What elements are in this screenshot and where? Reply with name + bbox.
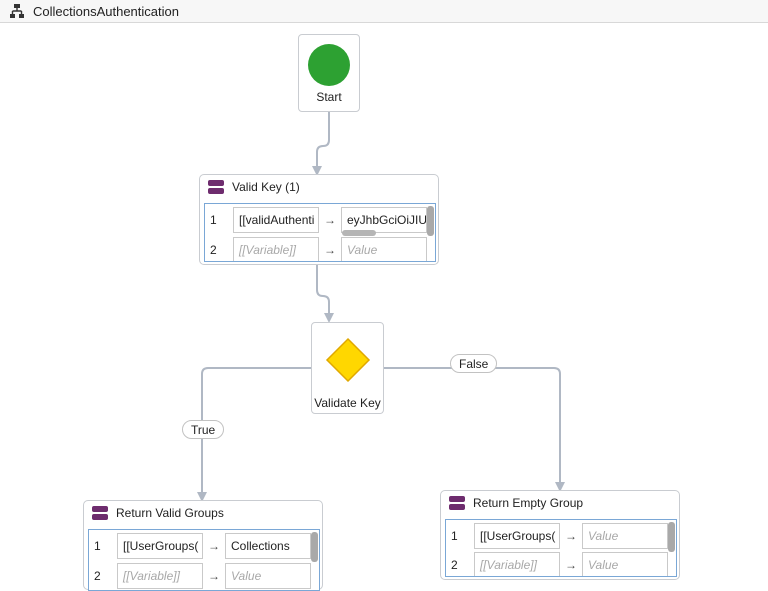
assign-icon (208, 180, 224, 194)
assign-arrow: → (208, 539, 220, 553)
variable-field[interactable]: [[validAuthenti (233, 207, 319, 233)
connector-decision-false (384, 367, 565, 492)
value-horizontal-scrollbar[interactable] (342, 230, 376, 236)
decision-label: Validate Key (314, 396, 381, 410)
grid-row: 1 [[UserGroups( → Collections (89, 531, 311, 561)
variable-field[interactable]: [[Variable]] (474, 552, 560, 576)
variable-field[interactable]: [[UserGroups( (474, 523, 560, 549)
assign-grid: 1 [[validAuthenti → eyJhbGciOiJIU 2 [[Va… (204, 203, 436, 262)
assign-icon (449, 496, 465, 510)
grid-row: 2 [[Variable]] → Value (446, 550, 668, 576)
value-field[interactable]: Collections (225, 533, 311, 559)
variable-field[interactable]: [[Variable]] (233, 237, 319, 261)
start-label: Start (316, 90, 342, 104)
row-number: 1 (451, 529, 458, 543)
grid-vertical-scrollbar[interactable] (427, 206, 434, 236)
grid-row: 2 [[Variable]] → Value (205, 235, 427, 261)
workflow-title: CollectionsAuthentication (33, 3, 179, 19)
assign-header[interactable]: Return Valid Groups (84, 501, 322, 525)
assign-header[interactable]: Return Empty Group (441, 491, 679, 515)
value-field[interactable]: Value (225, 563, 311, 589)
start-node[interactable]: Start (298, 34, 360, 112)
true-branch-label: True (182, 420, 225, 439)
grid-row: 2 [[Variable]] → Value (89, 561, 311, 590)
value-field[interactable]: Value (582, 552, 668, 576)
variable-field[interactable]: [[Variable]] (117, 563, 203, 589)
false-branch-label: False (450, 354, 498, 373)
assign-arrow: → (565, 558, 577, 572)
value-field[interactable]: Value (341, 237, 427, 261)
row-number: 1 (210, 213, 217, 227)
designer-title-bar: CollectionsAuthentication (0, 0, 768, 23)
assign-arrow: → (565, 529, 577, 543)
connector-start-to-validkey (312, 112, 330, 176)
assign-arrow: → (208, 569, 220, 583)
assign-grid: 1 [[UserGroups( → Collections 2 [[Variab… (88, 529, 320, 591)
assign-title: Return Valid Groups (116, 506, 224, 520)
grid-vertical-scrollbar[interactable] (668, 522, 675, 552)
variable-field[interactable]: [[UserGroups( (117, 533, 203, 559)
row-number: 1 (94, 539, 101, 553)
assign-icon (92, 506, 108, 520)
grid-row: 1 [[UserGroups( → Value (446, 521, 668, 551)
row-number: 2 (451, 558, 458, 572)
row-number: 2 (94, 569, 101, 583)
assign-header[interactable]: Valid Key (1) (200, 175, 438, 199)
return-empty-group-assign[interactable]: Return Empty Group 1 [[UserGroups( → Val… (440, 490, 680, 580)
connector-decision-true (197, 367, 311, 502)
value-field[interactable]: Value (582, 523, 668, 549)
assign-arrow: → (324, 213, 336, 227)
assign-grid: 1 [[UserGroups( → Value 2 [[Variable]] →… (445, 519, 677, 577)
value-field[interactable]: eyJhbGciOiJIU (341, 207, 427, 233)
valid-key-assign[interactable]: Valid Key (1) 1 [[validAuthenti → eyJhbG… (199, 174, 439, 265)
connector-validkey-to-decision (316, 264, 334, 323)
grid-row: 1 [[validAuthenti → eyJhbGciOiJIU (205, 205, 427, 235)
decision-diamond-icon (325, 337, 371, 383)
start-circle-icon (308, 44, 350, 86)
grid-vertical-scrollbar[interactable] (311, 532, 318, 562)
workflow-icon (10, 4, 24, 18)
validate-key-decision[interactable]: Validate Key (311, 322, 384, 414)
return-valid-groups-assign[interactable]: Return Valid Groups 1 [[UserGroups( → Co… (83, 500, 323, 591)
assign-title: Valid Key (1) (232, 180, 300, 194)
assign-arrow: → (324, 243, 336, 257)
assign-title: Return Empty Group (473, 496, 584, 510)
row-number: 2 (210, 243, 217, 257)
